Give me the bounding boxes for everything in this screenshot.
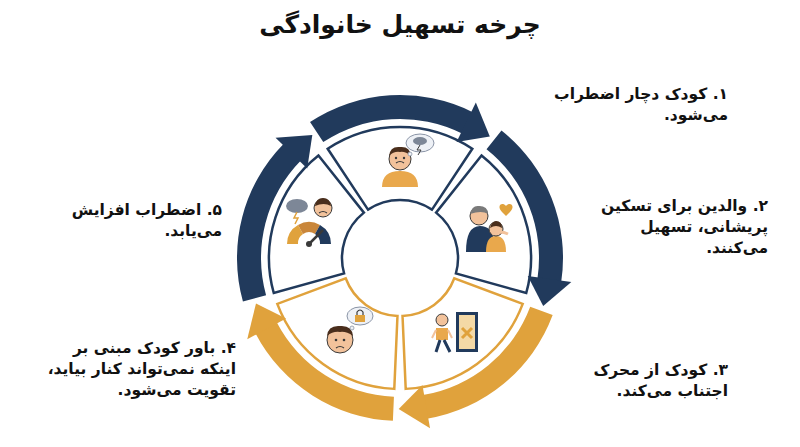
icon-part — [490, 221, 502, 228]
belief-lock-icon — [327, 307, 373, 353]
icon-part — [294, 212, 298, 224]
diagram-title: چرخه تسهیل خانوادگی — [150, 10, 650, 39]
icon-part — [499, 204, 512, 216]
cycle-arrowhead — [276, 135, 313, 168]
step-label: ۵. اضطراب افزایش می‌یابد. — [22, 200, 222, 242]
icon-part — [355, 315, 365, 322]
icon-part — [417, 145, 421, 155]
step-label: ۱. کودک دچار اضطراب می‌شود. — [490, 84, 728, 126]
icon-part — [492, 232, 508, 234]
icon-part — [327, 326, 353, 336]
cycle-arrowhead — [528, 276, 572, 306]
cycle-band — [255, 322, 394, 421]
cycle-band — [487, 130, 563, 282]
parent-comfort-icon — [466, 204, 513, 252]
icon-part — [470, 206, 488, 214]
step-icons — [286, 134, 513, 353]
icon-part — [456, 312, 478, 352]
cycle-arrowhead — [247, 303, 286, 339]
icon-part — [486, 236, 506, 252]
anxious-child-icon — [382, 134, 434, 187]
icon-part — [436, 328, 448, 340]
icon-part — [314, 199, 332, 217]
icon-part — [389, 147, 411, 156]
avoid-trigger-icon — [432, 312, 478, 352]
icon-part — [306, 241, 312, 247]
icon-part — [319, 212, 327, 214]
icon-part — [336, 347, 344, 349]
icon-part — [315, 198, 331, 206]
icon-part — [343, 339, 346, 342]
icon-part — [462, 328, 472, 338]
cycle-arrowhead — [457, 103, 490, 143]
step-label: ۳. کودک از محرک اجتناب می‌کند. — [588, 360, 728, 402]
icon-part — [350, 326, 354, 330]
icon-part — [459, 315, 475, 349]
icon-part — [357, 310, 363, 315]
icon-part — [413, 137, 427, 145]
step-label: ۲. والدین برای تسکین پریشانی، تسهیل می‌ک… — [590, 196, 768, 259]
icon-part — [432, 330, 452, 338]
anxiety-gauge-icon — [286, 198, 332, 247]
icon-part — [406, 134, 434, 152]
cycle-band — [423, 307, 553, 419]
icon-part — [382, 171, 418, 187]
icon-part — [347, 307, 373, 325]
cycle-arrowhead — [399, 385, 430, 428]
icon-part — [436, 314, 448, 326]
icon-part — [395, 157, 397, 159]
icon-part — [286, 199, 308, 213]
icon-part — [403, 157, 405, 159]
icon-part — [436, 340, 450, 352]
cycle-band — [310, 95, 473, 142]
cycle-band — [237, 144, 301, 302]
icon-part — [408, 152, 412, 156]
icon-part — [335, 339, 338, 342]
cycle-ring — [237, 95, 571, 428]
icon-part — [396, 162, 404, 164]
step-label: ۴. باور کودک مبنی بر اینکه نمی‌تواند کنا… — [36, 338, 236, 401]
